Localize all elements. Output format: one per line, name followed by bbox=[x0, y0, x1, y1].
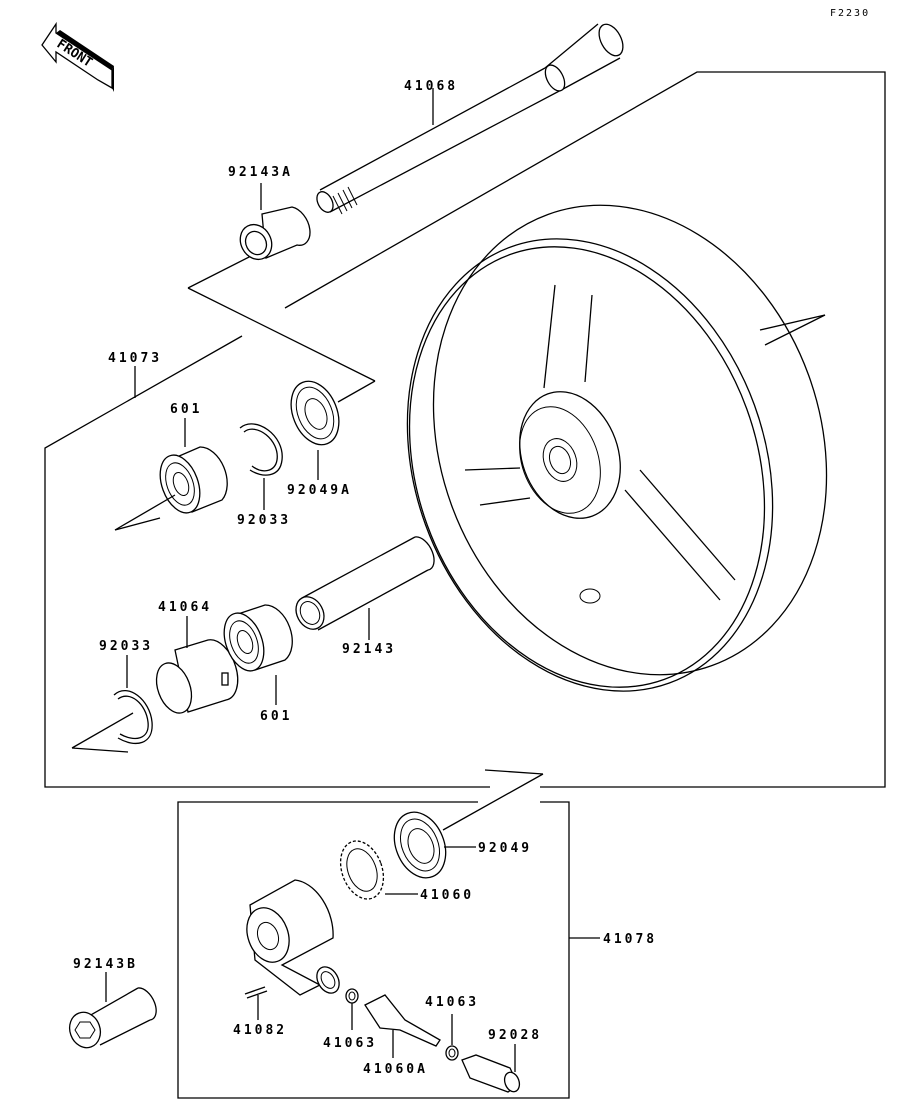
label-92028: 92028 bbox=[488, 1028, 542, 1043]
label-92143A: 92143A bbox=[228, 165, 293, 180]
label-92049A: 92049A bbox=[287, 483, 352, 498]
washer-left-part: 41063 bbox=[323, 988, 377, 1051]
bearing-upper-part: 601 bbox=[114, 402, 228, 531]
label-41068: 41068 bbox=[404, 79, 458, 94]
label-41078: 41078 bbox=[603, 932, 657, 947]
wheel-assembly-outline bbox=[44, 71, 886, 788]
gear-housing-part bbox=[246, 879, 340, 996]
label-41063-right: 41063 bbox=[425, 995, 479, 1010]
pin-part: 41082 bbox=[233, 986, 287, 1038]
label-92143B: 92143B bbox=[73, 957, 138, 972]
gear-part: 41060 bbox=[339, 840, 474, 903]
figure-code: F2230 bbox=[830, 8, 870, 19]
label-92033-upper: 92033 bbox=[237, 513, 291, 528]
collar-a-part: 92143A bbox=[228, 165, 311, 261]
collar-b-part: 92143B bbox=[68, 957, 157, 1049]
label-41064: 41064 bbox=[158, 600, 212, 615]
circlip-upper-part: 92033 bbox=[237, 423, 291, 528]
label-92143: 92143 bbox=[342, 642, 396, 657]
label-601-lower: 601 bbox=[260, 709, 292, 724]
label-92033-lower: 92033 bbox=[99, 639, 153, 654]
front-arrow-icon: FRONT bbox=[41, 21, 114, 92]
collar-part: 92143 bbox=[295, 536, 435, 657]
bushing-part: 92028 bbox=[461, 1028, 542, 1093]
label-41073: 41073 bbox=[108, 351, 162, 366]
meter-gear-assembly-outline: 41078 bbox=[177, 769, 657, 1099]
circlip-lower-part: 92033 bbox=[71, 639, 153, 753]
wheel-part bbox=[406, 204, 828, 692]
label-92049: 92049 bbox=[478, 841, 532, 856]
label-601-upper: 601 bbox=[170, 402, 202, 417]
label-41060: 41060 bbox=[420, 888, 474, 903]
washer-right-part: 41063 bbox=[425, 995, 479, 1061]
axle-part: 41068 bbox=[316, 23, 624, 215]
bearing-lower-part: 601 bbox=[223, 604, 293, 724]
pinion-part: 41060A bbox=[363, 994, 441, 1077]
retainer-part: 41064 bbox=[155, 600, 239, 714]
label-41060A: 41060A bbox=[363, 1062, 428, 1077]
label-41063-left: 41063 bbox=[323, 1036, 377, 1051]
oil-seal-a-part: 92049A bbox=[287, 380, 352, 498]
label-41082: 41082 bbox=[233, 1023, 287, 1038]
oil-seal-part: 92049 bbox=[393, 811, 532, 879]
